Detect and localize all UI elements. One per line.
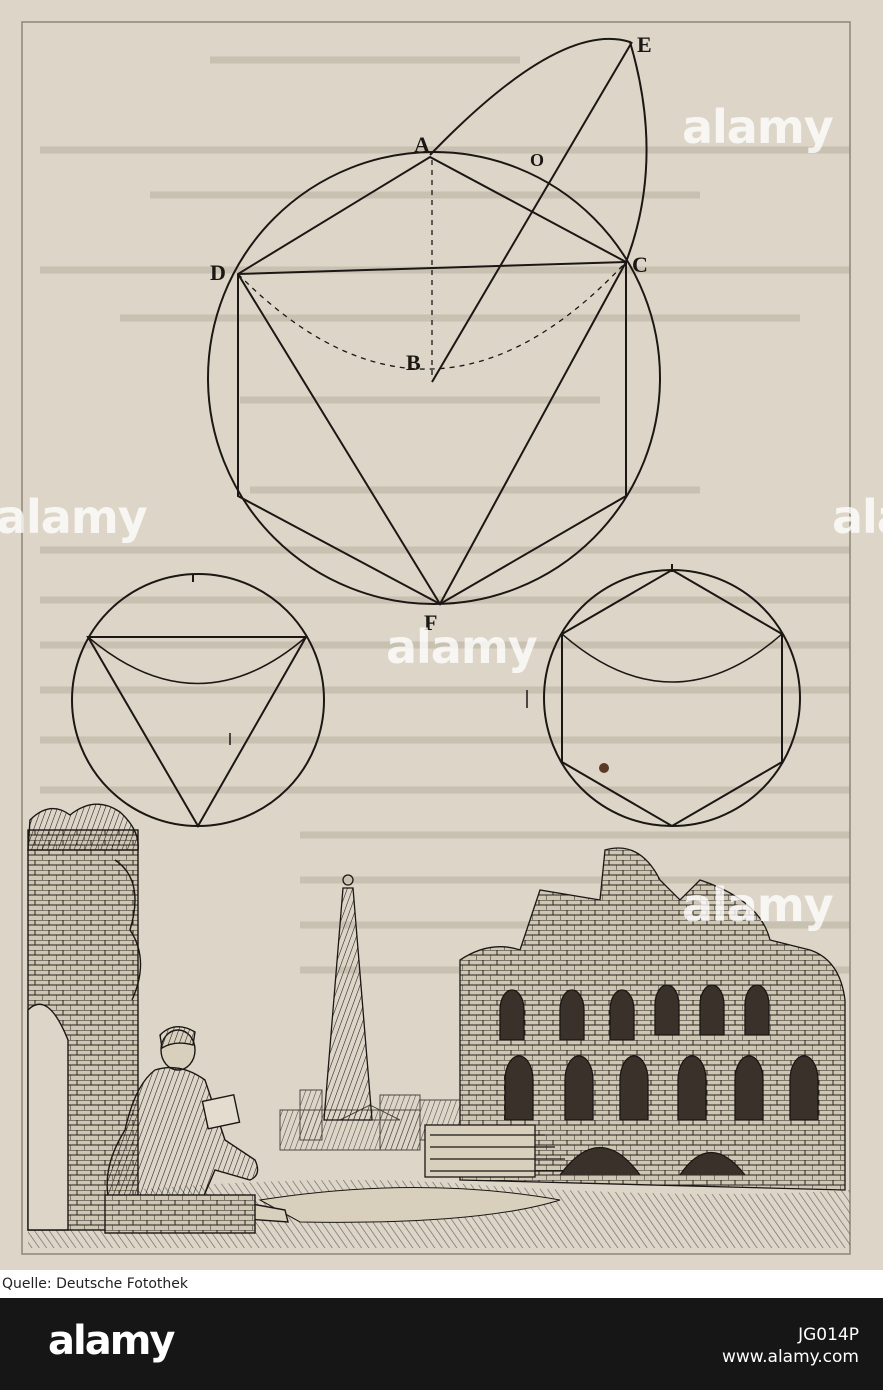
watermark-center: alamy: [386, 620, 538, 674]
engraving-svg: A B C D E F O: [21, 21, 851, 1255]
line-b-e: [431, 41, 633, 383]
triangle-in-circle-figure: [71, 573, 325, 829]
chord-d-c: [237, 261, 627, 275]
show-through-text: [40, 56, 850, 974]
image-info: JG014P www.alamy.com: [722, 1324, 859, 1368]
point-labels: A B C D E F O: [210, 32, 652, 635]
obelisk: [323, 874, 373, 1121]
engraving-plate: A B C D E F O: [0, 0, 883, 1270]
footer-bar: alamy JG014P www.alamy.com: [0, 1298, 883, 1390]
arc-circle-e: [429, 37, 648, 263]
label-a: A: [414, 132, 430, 157]
label-o: O: [530, 150, 544, 170]
label-f: F: [424, 610, 437, 635]
colosseum-ruin: [424, 847, 846, 1191]
seated-figure: [104, 1026, 289, 1234]
label-c: C: [632, 252, 648, 277]
label-e: E: [637, 32, 652, 57]
site-url: www.alamy.com: [721, 1347, 859, 1367]
watermark-right-edge: alamy: [832, 490, 883, 544]
image-id: JG014P: [798, 1325, 859, 1345]
label-b: B: [406, 350, 421, 375]
alamy-logo: alamy: [48, 1318, 175, 1364]
source-credit: Quelle: Deutsche Fotothek: [2, 1276, 189, 1292]
triangle-d-f-c: [237, 261, 627, 606]
label-d: D: [210, 260, 226, 285]
hexagon-in-circle-figure: [526, 564, 801, 828]
watermark-left-edge: alamy: [0, 490, 148, 544]
watermark-lower-right: alamy: [682, 878, 834, 932]
main-geometric-figure: [207, 37, 661, 606]
watermark-top-right: alamy: [682, 100, 834, 154]
arc-dashed: [237, 261, 627, 370]
plate-border: [21, 21, 851, 1255]
landscape-scene: [27, 803, 850, 1248]
